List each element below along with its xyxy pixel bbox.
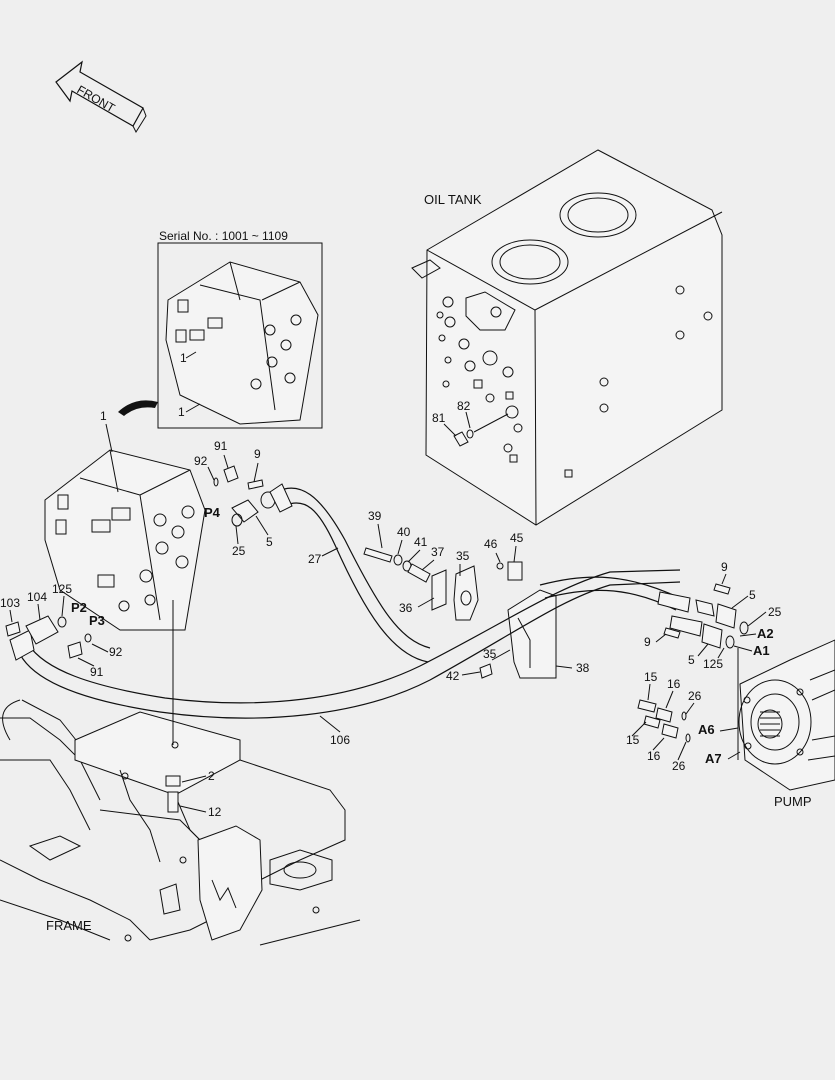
inset-callout-1a: 1 [180,351,187,365]
valve-port-fittings [213,465,276,527]
frame [0,699,361,946]
callout-37: 37 [431,545,445,559]
callout-2: 2 [208,769,215,783]
callout-9b: 9 [721,560,728,574]
callout-103: 103 [0,596,20,610]
main-control-valve [44,449,206,631]
port-label-p2: P2 [71,600,87,615]
callout-5a: 5 [266,535,273,549]
callout-125a: 125 [52,582,72,596]
callout-92b: 92 [109,645,123,659]
callout-9c: 9 [644,635,651,649]
callout-46: 46 [484,537,498,551]
callout-27: 27 [308,552,322,566]
callout-104: 104 [27,590,47,604]
inset-control-valve [165,261,319,425]
oil-tank-label: OIL TANK [424,192,482,207]
callout-5b: 5 [749,588,756,602]
callout-38: 38 [576,661,590,675]
callout-15a: 15 [644,670,658,684]
callout-125b: 125 [703,657,723,671]
callout-26a: 26 [688,689,702,703]
callout-25a: 25 [232,544,246,558]
callout-42: 42 [446,669,460,683]
callout-16a: 16 [667,677,681,691]
frame-label: FRAME [46,918,92,933]
front-arrow: FRONT [55,60,147,134]
callout-91b: 91 [90,665,104,679]
tank-fittings [453,413,509,447]
callout-valve-1: 1 [100,409,107,423]
callout-106: 106 [330,733,350,747]
hose-106 [9,569,681,719]
callout-16b: 16 [647,749,661,763]
callout-82: 82 [457,399,471,413]
callout-91a: 91 [214,439,228,453]
callout-5c: 5 [688,653,695,667]
callout-15b: 15 [626,733,640,747]
callout-9a: 9 [254,447,261,461]
callout-35a: 35 [456,549,470,563]
serial-inset: Serial No. : 1001 ~ 1109 1 1 [157,229,323,429]
inset-callout-1b: 1 [178,405,185,419]
callout-36: 36 [399,601,413,615]
callout-26b: 26 [672,759,686,773]
callout-35b: 35 [483,647,497,661]
port-label-a7: A7 [705,751,722,766]
port-label-a1: A1 [753,643,770,658]
front-label: FRONT [75,82,118,115]
callout-25b: 25 [768,605,782,619]
callout-45: 45 [510,531,524,545]
inset-pointer-arrow [118,400,158,416]
pump-label: PUMP [774,794,812,809]
callout-81: 81 [432,411,446,425]
pump [738,639,835,791]
oil-tank [411,149,723,526]
callout-92a: 92 [194,454,208,468]
port-label-a2: A2 [757,626,774,641]
callout-39: 39 [368,509,382,523]
inset-title: Serial No. : 1001 ~ 1109 [159,229,288,243]
frame-bolts [165,775,181,813]
callout-41: 41 [414,535,428,549]
pump-side-fittings [637,583,749,743]
hose-27 [269,483,431,663]
port-label-p3: P3 [89,613,105,628]
callout-40: 40 [397,525,411,539]
port-label-a6: A6 [698,722,715,737]
callout-12: 12 [208,805,222,819]
port-label-p4: P4 [204,505,221,520]
left-port-fittings [5,615,92,659]
